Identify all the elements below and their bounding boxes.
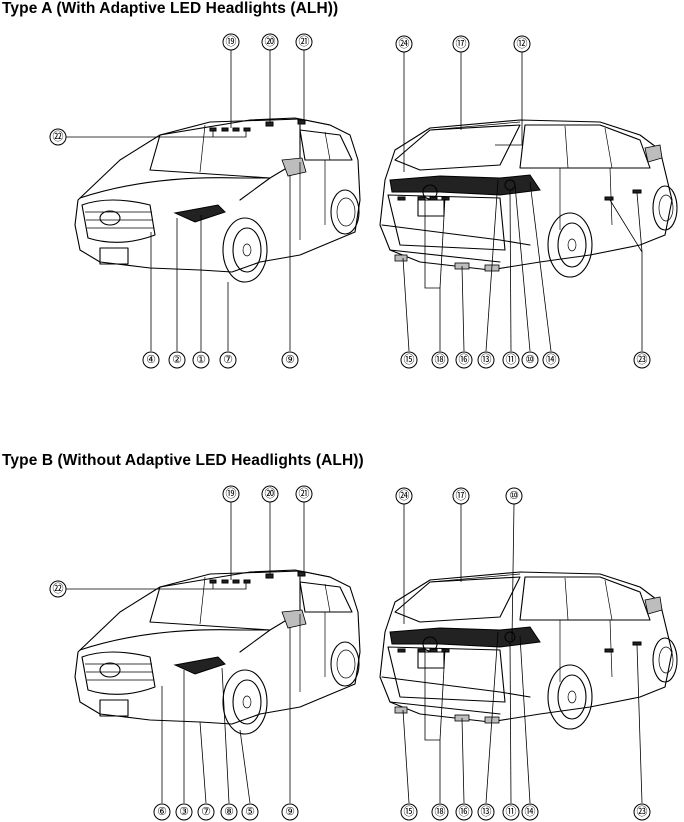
svg-text:⑰: ⑰ [456,37,467,50]
svg-text:⑨: ⑨ [285,806,295,818]
callout-a-10: ⑩ [521,351,539,369]
callout-b-20: ⑳ [261,485,279,503]
svg-text:⑬: ⑬ [481,353,492,366]
callout-a-23: ㉓ [633,351,651,369]
callout-b-10: ⑩ [505,487,523,505]
callout-a-4: ④ [142,351,160,369]
svg-text:⑤: ⑤ [245,806,255,818]
callout-a-9: ⑨ [281,351,299,369]
svg-text:⑬: ⑬ [481,805,492,818]
svg-text:㉓: ㉓ [637,353,648,366]
callout-a-22: ㉒ [49,128,67,146]
svg-text:⑦: ⑦ [201,806,211,818]
svg-text:⑳: ⑳ [265,35,276,48]
svg-text:⑥: ⑥ [157,806,167,818]
svg-text:⑳: ⑳ [265,487,276,500]
svg-text:⑯: ⑯ [459,353,470,366]
svg-text:⑱: ⑱ [435,353,446,366]
svg-text:㉒: ㉒ [53,582,64,595]
svg-text:⑰: ⑰ [456,489,467,502]
callout-b-24: ㉔ [395,487,413,505]
callout-a-18: ⑱ [431,351,449,369]
svg-text:⑪: ⑪ [506,805,517,818]
callout-b-22: ㉒ [49,580,67,598]
callout-b-17: ⑰ [452,487,470,505]
svg-text:⑧: ⑧ [224,806,234,818]
callout-b-21: ㉑ [295,485,313,503]
svg-text:㉒: ㉒ [53,130,64,143]
svg-text:②: ② [172,354,182,366]
callout-a-16: ⑯ [455,351,473,369]
svg-text:㉓: ㉓ [637,805,648,818]
svg-text:⑪: ⑪ [506,353,517,366]
callout-b-23: ㉓ [633,803,651,821]
callout-b-5: ⑤ [241,803,259,821]
type-b-leader-lines [66,502,643,804]
svg-text:⑨: ⑨ [285,354,295,366]
callout-a-24: ㉔ [395,35,413,53]
svg-text:⑯: ⑯ [459,805,470,818]
type-b-front-car-illustration [74,569,361,735]
svg-text:③: ③ [179,806,189,818]
callout-b-3: ③ [175,803,193,821]
svg-text:㉑: ㉑ [299,487,310,500]
callout-b-16: ⑯ [455,803,473,821]
callout-a-15: ⑮ [400,351,418,369]
type-a-rear-car-illustration [379,119,678,278]
callout-a-11: ⑪ [502,351,520,369]
svg-text:④: ④ [146,354,156,366]
svg-text:⑲: ⑲ [226,35,237,48]
svg-text:㉔: ㉔ [399,37,410,50]
callout-b-7: ⑦ [197,803,215,821]
svg-text:㉑: ㉑ [299,35,310,48]
svg-text:⑭: ⑭ [546,353,557,366]
callout-b-9: ⑨ [281,803,299,821]
type-b-heading: Type B (Without Adaptive LED Headlights … [2,452,364,469]
callout-a-19: ⑲ [222,33,240,51]
callout-a-17: ⑰ [452,35,470,53]
callout-a-12: ⑫ [513,35,531,53]
svg-text:⑭: ⑭ [525,805,536,818]
svg-text:⑲: ⑲ [226,487,237,500]
type-a-front-car-illustration [74,117,361,283]
callout-b-19: ⑲ [222,485,240,503]
type-a-leader-lines [66,50,643,352]
svg-text:⑩: ⑩ [509,490,519,502]
callout-a-14: ⑭ [542,351,560,369]
callout-b-11: ⑪ [502,803,520,821]
callout-a-13: ⑬ [477,351,495,369]
callout-b-18: ⑱ [431,803,449,821]
svg-text:⑫: ⑫ [517,37,528,50]
callout-b-8: ⑧ [220,803,238,821]
svg-text:⑱: ⑱ [435,805,446,818]
callout-a-2: ② [168,351,186,369]
svg-text:⑮: ⑮ [404,805,415,818]
callout-b-13: ⑬ [477,803,495,821]
svg-text:⑦: ⑦ [223,354,233,366]
type-a-heading: Type A (With Adaptive LED Headlights (AL… [2,0,339,17]
callout-a-21: ㉑ [295,33,313,51]
type-b-rear-car-illustration [379,571,678,730]
callout-b-14: ⑭ [521,803,539,821]
callout-b-6: ⑥ [153,803,171,821]
callout-b-15: ⑮ [400,803,418,821]
callout-a-7: ⑦ [219,351,237,369]
svg-text:①: ① [196,354,206,366]
svg-text:⑩: ⑩ [525,354,535,366]
callout-a-20: ⑳ [261,33,279,51]
callout-a-1: ① [192,351,210,369]
svg-text:㉔: ㉔ [399,489,410,502]
svg-text:⑮: ⑮ [404,353,415,366]
